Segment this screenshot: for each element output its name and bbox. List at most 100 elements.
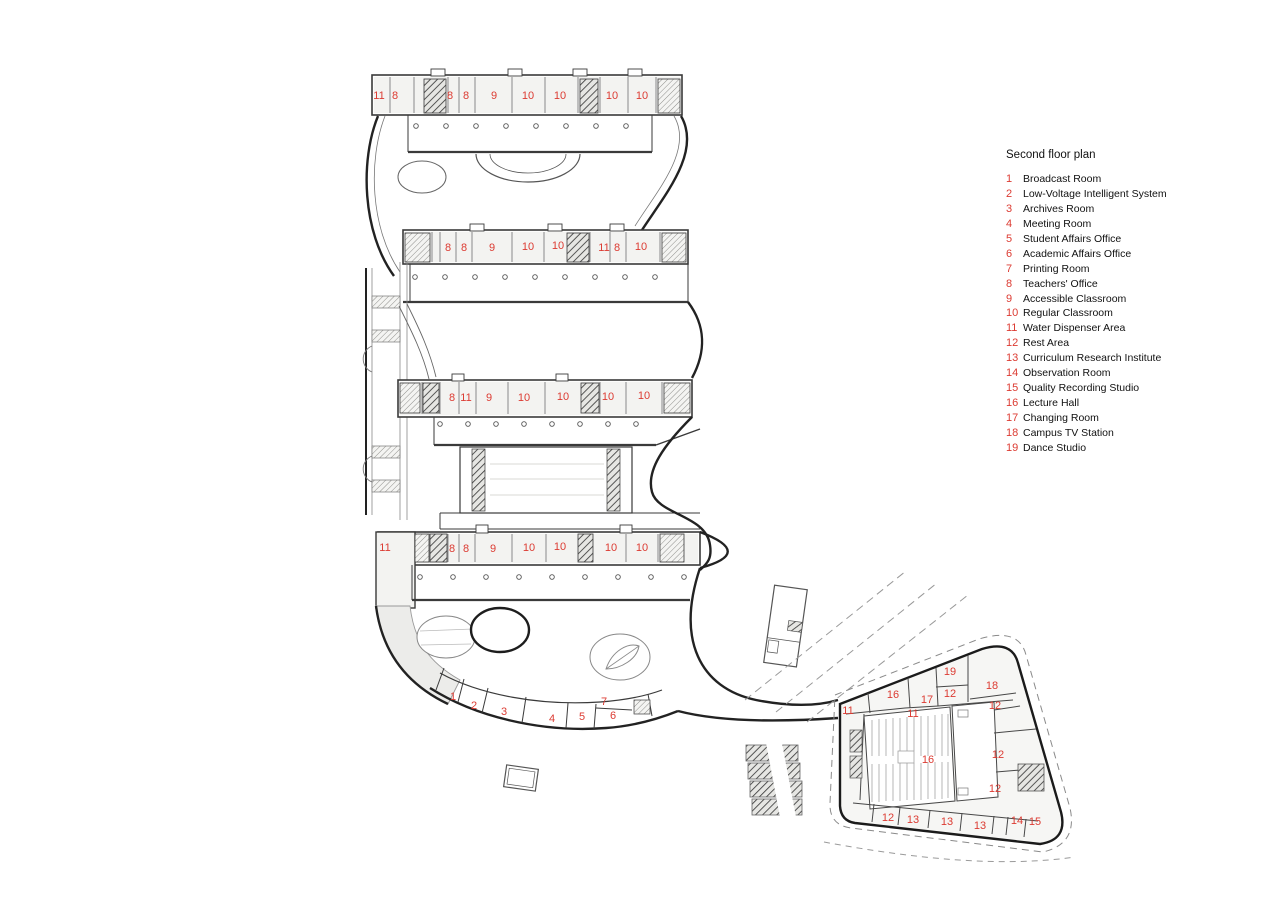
legend-item-label: Academic Affairs Office <box>1023 247 1132 260</box>
stair-icon <box>422 382 440 414</box>
column-dot <box>681 574 687 580</box>
room-label: 5 <box>579 711 585 723</box>
envelope-curve <box>687 301 704 379</box>
detached-building <box>763 584 808 668</box>
column-dot <box>503 123 509 129</box>
outdoor-steps <box>745 743 803 817</box>
column-dot <box>615 574 621 580</box>
legend-item-number: 10 <box>1006 307 1019 320</box>
legend-item-number: 13 <box>1006 352 1019 365</box>
legend-item-number: 15 <box>1006 382 1019 395</box>
stair-icon <box>577 533 594 563</box>
room-label: 8 <box>461 242 467 254</box>
wing-2 <box>402 223 689 265</box>
legend-item-label: Teachers' Office <box>1023 277 1098 290</box>
room-label: 12 <box>882 812 894 824</box>
legend-item-label: Archives Room <box>1023 202 1095 215</box>
column-dot <box>413 123 419 129</box>
room-label: 16 <box>887 689 899 701</box>
courtyard-1 <box>365 115 689 277</box>
stair-icon <box>429 533 448 563</box>
toilet-icon <box>399 382 421 414</box>
column-dot <box>582 574 588 580</box>
legend-item-number: 6 <box>1006 247 1013 260</box>
toilet-icon <box>404 232 431 263</box>
room-label: 11 <box>379 542 390 554</box>
room-label: 9 <box>491 90 497 102</box>
legend-item-label: Campus TV Station <box>1023 426 1114 439</box>
legend-item-label: Changing Room <box>1023 412 1099 424</box>
room-label: 8 <box>463 543 469 555</box>
room-label: 12 <box>992 749 1004 761</box>
seating-rows <box>871 714 949 802</box>
column-dot <box>562 274 568 280</box>
stage-notch <box>957 787 969 796</box>
room-label: 9 <box>489 242 495 254</box>
amphitheater-arc <box>475 153 581 183</box>
column-dot <box>465 421 471 427</box>
column-dot <box>577 421 583 427</box>
room-label: 10 <box>554 541 566 553</box>
legend-item-number: 16 <box>1006 397 1019 410</box>
room-label: 10 <box>606 90 618 102</box>
column-dot <box>473 123 479 129</box>
room-label: 10 <box>605 542 617 554</box>
column-dot <box>549 421 555 427</box>
stair-icon <box>580 382 600 414</box>
wing-1 <box>371 68 683 116</box>
column-dot <box>412 274 418 280</box>
room-11-block <box>375 531 416 609</box>
site-dashed-outline <box>829 635 1072 853</box>
room-label: 4 <box>549 713 555 725</box>
stage-notch <box>957 709 969 718</box>
skylight-ellipse-bold <box>469 606 531 654</box>
room-label: 8 <box>447 90 453 102</box>
room-label: 11 <box>460 392 471 404</box>
room-label: 2 <box>471 700 477 712</box>
room-label: 13 <box>941 816 953 828</box>
room-label: 12 <box>989 783 1001 795</box>
legend-item: 6 Academic Affairs Office <box>1006 247 1266 262</box>
toilet-icon <box>659 533 685 563</box>
legend-item-number: 7 <box>1006 262 1013 275</box>
auditorium-building <box>823 635 1076 863</box>
legend-title: Second floor plan <box>1006 149 1096 161</box>
room-label: 10 <box>552 240 564 252</box>
atrium <box>439 446 700 530</box>
toilet-icon <box>633 699 651 715</box>
legend-item-label: Dance Studio <box>1023 441 1087 454</box>
room-label: 10 <box>522 241 534 253</box>
room-label: 9 <box>490 543 496 555</box>
column-dot <box>516 574 522 580</box>
room-label: 10 <box>602 391 614 403</box>
legend-item-number: 14 <box>1006 367 1019 380</box>
colonnade-2 <box>403 264 689 304</box>
column-dot <box>442 274 448 280</box>
legend-item-label: Meeting Room <box>1023 217 1092 230</box>
colonnade-1 <box>407 115 653 154</box>
room-label: 8 <box>614 242 620 254</box>
wing-3 <box>397 373 693 418</box>
stair-icon <box>566 232 590 263</box>
projection-dashed-lines <box>744 570 969 723</box>
envelope-curve <box>649 416 712 571</box>
wing-4 <box>375 524 701 609</box>
legend-item-label: Curriculum Research Institute <box>1023 352 1162 365</box>
skylight-ellipse <box>397 160 447 194</box>
room-label: 1 <box>450 691 456 703</box>
legend-item-label: Lecture Hall <box>1023 397 1080 410</box>
legend-item-number: 12 <box>1006 337 1019 350</box>
room-label: 8 <box>445 242 451 254</box>
legend-item-number: 17 <box>1006 412 1019 424</box>
legend-item-label: Accessible Classroom <box>1023 292 1127 305</box>
